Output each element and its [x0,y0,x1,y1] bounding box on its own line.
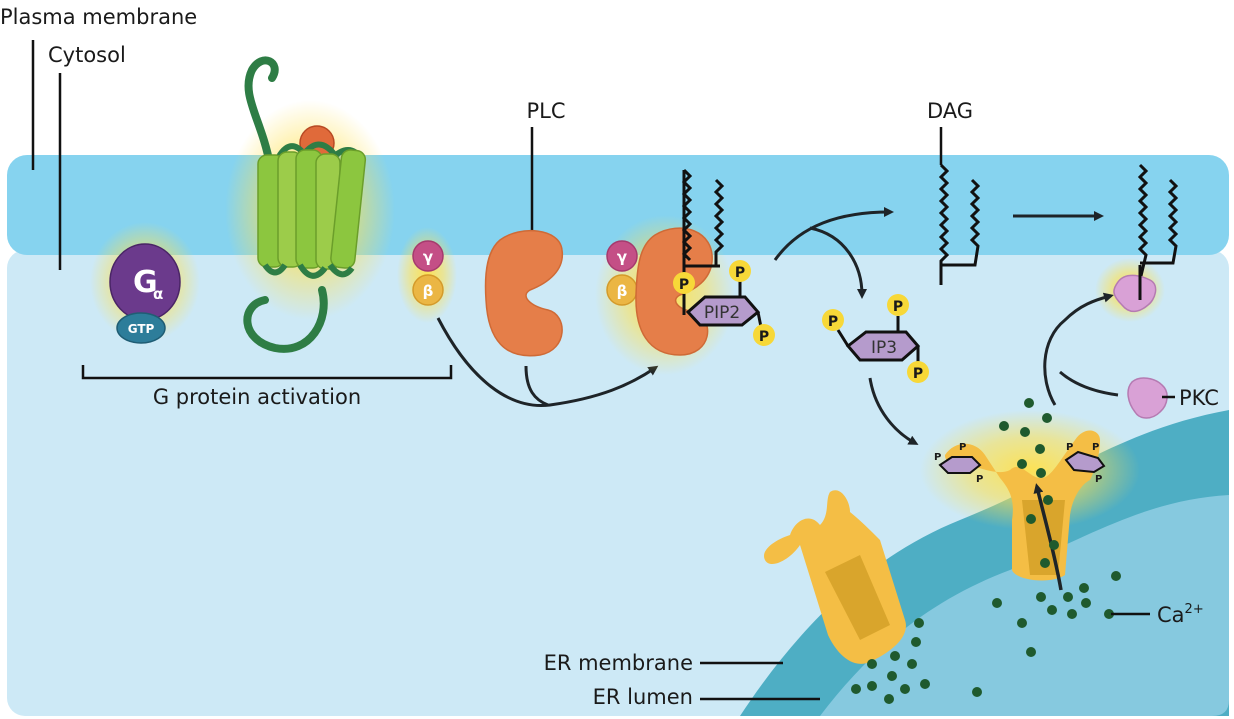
calcium-label: Ca2+ [1157,602,1204,627]
pkc-enzyme [1127,377,1168,419]
svg-text:PIP2: PIP2 [704,303,740,323]
svg-text:γ: γ [617,248,627,266]
pkc-label: PKC [1179,386,1219,410]
ip3-receptor-closed [764,490,906,664]
to-ip3-arrow [809,226,867,299]
cytosol-label: Cytosol [48,43,126,67]
gpcr-receptor [225,56,395,353]
svg-text:P: P [893,299,903,315]
er-lumen [820,495,1229,716]
g-protein-activation-label: G protein activation [153,385,361,409]
dag-label: DAG [927,99,973,123]
dag-pkc-complex [1095,163,1179,322]
activation-arrow [436,317,659,408]
ip3-molecule: IP3 P P P [822,294,929,383]
calcium-release-arrow [1033,483,1063,591]
er-lumen-label: ER lumen [593,685,693,709]
g-protein-activation-bracket [81,365,453,380]
svg-text:IP3: IP3 [871,338,897,358]
g-alpha-subunit: G α GTP [90,222,200,344]
svg-text:P: P [759,329,769,345]
plasma-membrane-label: Plasma membrane [0,5,197,29]
svg-text:P: P [828,314,838,330]
svg-text:γ: γ [423,248,433,266]
svg-text:P: P [1066,442,1073,453]
gtp-molecule [116,312,166,344]
svg-text:GTP: GTP [128,322,155,336]
svg-text:P: P [976,474,983,485]
svg-text:β: β [423,282,434,300]
svg-text:P: P [1095,474,1102,485]
svg-text:P: P [913,366,923,382]
svg-text:β: β [617,282,628,300]
active-plc-complex: γ β [595,215,735,375]
svg-text:P: P [934,452,941,463]
svg-text:P: P [679,277,689,293]
pkc-branch [1059,370,1119,397]
svg-text:P: P [735,265,745,281]
plc-label: PLC [526,99,565,123]
er-membrane-label: ER membrane [544,651,693,675]
pip2-molecule: PIP2 P P P [673,168,775,346]
svg-text:G: G [133,265,158,300]
svg-text:P: P [1092,442,1099,453]
plc-enzyme [484,229,563,357]
pkc-to-dag-arrow [1043,292,1114,406]
svg-text:α: α [153,285,163,303]
dag-molecule [938,163,981,285]
svg-text:P: P [959,442,966,453]
g-beta-gamma-free: γ β [397,227,457,323]
ip3-to-receptor-arrow [868,377,919,445]
to-dag-arrow [773,207,894,261]
plc-join-arrow [524,365,549,407]
calcium-ions [851,398,1121,704]
ip3-receptor-open: P P P P P P [920,410,1140,581]
